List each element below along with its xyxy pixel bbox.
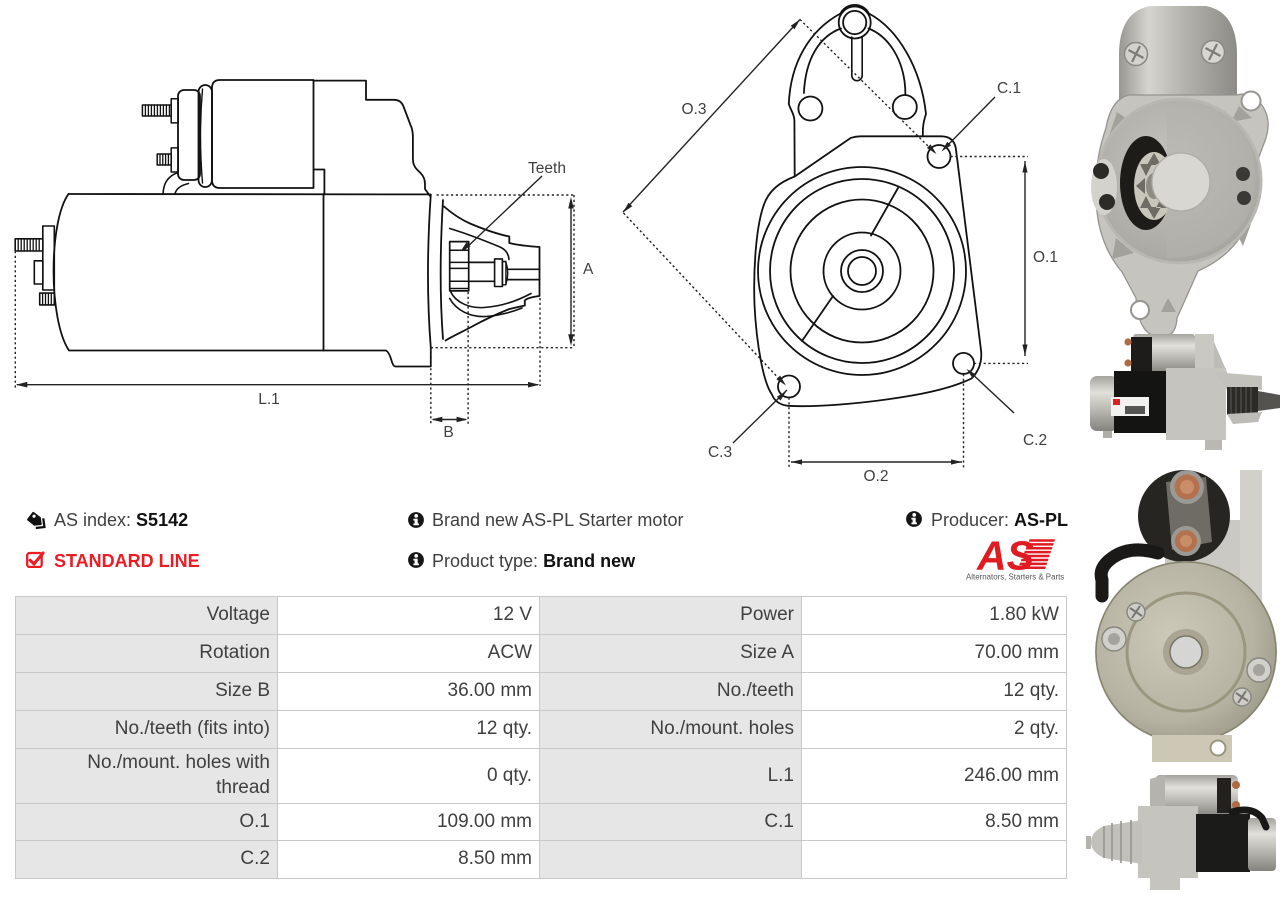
- svg-text:C.3: C.3: [708, 444, 732, 461]
- svg-text:O.2: O.2: [864, 468, 889, 485]
- svg-text:Alternators, Starters & Parts: Alternators, Starters & Parts: [966, 573, 1064, 582]
- svg-text:L.1: L.1: [258, 391, 280, 408]
- svg-text:O.1: O.1: [1033, 249, 1058, 266]
- svg-text:C.1: C.1: [997, 80, 1021, 97]
- svg-text:Teeth: Teeth: [528, 160, 566, 177]
- svg-text:O.3: O.3: [682, 101, 707, 118]
- svg-text:B: B: [443, 424, 453, 441]
- svg-text:A: A: [583, 261, 594, 278]
- svg-text:C.2: C.2: [1023, 432, 1047, 449]
